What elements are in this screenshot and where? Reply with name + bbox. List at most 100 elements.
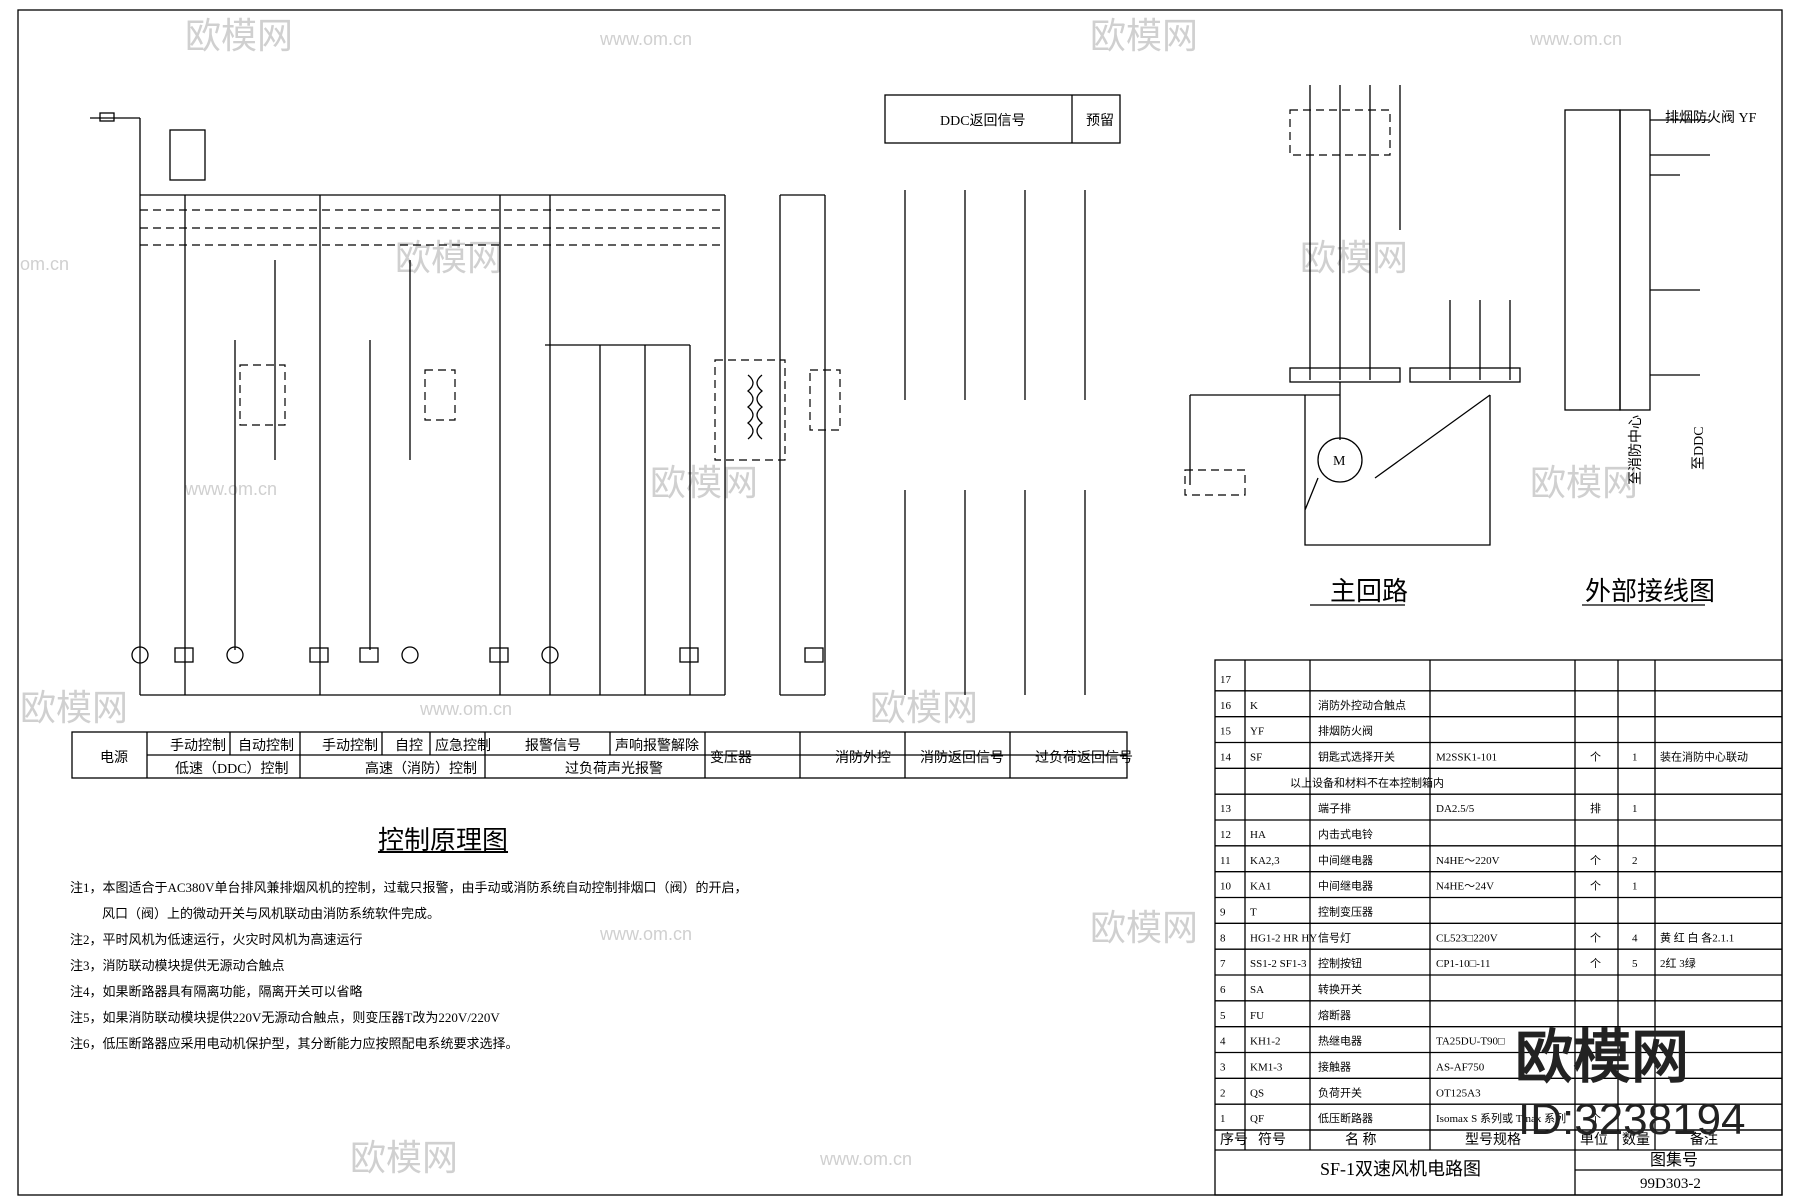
bom-cell-name: 排烟防火阀 xyxy=(1318,724,1373,738)
bom-cell-name: 内击式电铃 xyxy=(1318,827,1373,841)
bom-cell-name: 信号灯 xyxy=(1318,931,1351,944)
watermark-url: www.om.cn xyxy=(599,29,692,49)
bom-cell-unit: 个 xyxy=(1590,854,1601,867)
bom-cell-no: 10 xyxy=(1220,881,1232,893)
bom-cell-sym: FU xyxy=(1250,1010,1264,1022)
bom-cell-name: 控制变压器 xyxy=(1318,904,1373,918)
bom-cell-sym: KA1 xyxy=(1250,881,1271,893)
watermark-brand: 欧模网 xyxy=(1530,462,1638,503)
external-label-damper: 排烟防火阀 YF xyxy=(1665,110,1757,126)
bom-cell-name: 熔断器 xyxy=(1318,1008,1351,1022)
bom-cell-model: AS-AF750 xyxy=(1436,1061,1485,1073)
bom-cell-qty: 2 xyxy=(1632,855,1638,867)
footer-overload-alarm: 过负荷声光报警 xyxy=(565,761,663,777)
bom-cell-name: 低压断路器 xyxy=(1318,1111,1373,1125)
bom-cell-sym: QF xyxy=(1250,1113,1264,1125)
bom-cell-name: 钥匙式选择开关 xyxy=(1318,749,1395,763)
bom-cell-name: 接触器 xyxy=(1318,1059,1351,1073)
bom-cell-remark: 黄 红 白 各2.1.1 xyxy=(1660,930,1734,944)
bom-cell-name: 热继电器 xyxy=(1318,1035,1362,1048)
bom-cell-model: Isomax S 系列或 Tmax 系列 xyxy=(1436,1111,1566,1125)
bom-cell-model: CP1-10□-11 xyxy=(1436,958,1491,970)
watermark-brand: 欧模网 xyxy=(20,687,128,728)
bom-cell-no: 4 xyxy=(1220,1036,1226,1048)
watermark-url: www.om.cn xyxy=(819,1149,912,1169)
note-1-cont: 风口（阀）上的微动开关与风机联动由消防系统软件完成。 xyxy=(102,906,441,921)
bom-cell-sym: QS xyxy=(1250,1087,1264,1099)
footer-high-speed: 高速（消防）控制 xyxy=(365,760,477,777)
watermark-large-brand: 欧模网 xyxy=(1515,1025,1690,1090)
sheet-border xyxy=(17,9,1783,1196)
ddc-header-spare: 预留 xyxy=(1086,113,1114,129)
watermark-url: om.cn xyxy=(20,254,69,274)
ddc-section: DDC返回信号 预留 xyxy=(884,94,1121,695)
bom-header-no: 序号 xyxy=(1220,1132,1248,1148)
bom-cell-no: 5 xyxy=(1220,1010,1226,1022)
footer-fire-external: 消防外控 xyxy=(835,750,891,766)
bom-cell-model: OT125A3 xyxy=(1436,1087,1481,1099)
external-label-fire-center: 至消防中心 xyxy=(1628,415,1644,485)
control-circuit xyxy=(90,112,841,696)
bom-cell-name: 消防外控动合触点 xyxy=(1318,698,1406,712)
bom-table xyxy=(1214,659,1783,1196)
notes-block: 注1，本图适合于AC380V单台排风兼排烟风机的控制，过载只报警，由手动或消防系… xyxy=(70,875,830,1057)
footer-overload-return: 过负荷返回信号 xyxy=(1035,750,1133,766)
bom-cell-no: 13 xyxy=(1220,803,1232,815)
watermark-layer: 欧模网 www.om.cn 欧模网 www.om.cn om.cn 欧模网 欧模… xyxy=(20,15,1638,1178)
watermark-brand: 欧模网 xyxy=(650,462,758,503)
bom-drawing-title: SF-1双速风机电路图 xyxy=(1320,1159,1481,1179)
bom-cell-name: 中间继电器 xyxy=(1318,854,1373,867)
main-circuit: M xyxy=(1184,85,1521,546)
footer-alarm-signal: 报警信号 xyxy=(525,738,581,754)
bom-cell-sym: SF xyxy=(1250,751,1262,763)
ddc-header-label: DDC返回信号 xyxy=(940,113,1026,129)
watermark-brand: 欧模网 xyxy=(1300,237,1408,278)
footer-manual-low: 手动控制 xyxy=(170,738,226,754)
bom-cell-unit: 个 xyxy=(1590,750,1601,763)
bom-cell-remark: 装在消防中心联动 xyxy=(1660,749,1748,763)
bom-cell-sym: KA2,3 xyxy=(1250,855,1280,867)
bom-cell-unit: 个 xyxy=(1590,931,1601,944)
bom-cell-no: 3 xyxy=(1220,1061,1226,1073)
footer-auto-low: 自动控制 xyxy=(238,738,294,754)
bom-cell-no: 1 xyxy=(1220,1113,1226,1125)
footer-low-speed: 低速（DDC）控制 xyxy=(175,761,289,777)
bom-header-remark: 备注 xyxy=(1690,1131,1718,1148)
bom-atlas-label: 图集号 xyxy=(1650,1151,1698,1169)
bom-cell-no: 11 xyxy=(1220,855,1231,867)
bom-cell-model: N4HE～24V xyxy=(1436,881,1494,893)
note-4: 注4，如果断路器具有隔离功能，隔离开关可以省略 xyxy=(70,984,363,999)
bom-cell-sym: K xyxy=(1250,700,1258,712)
bom-cell-qty: 4 xyxy=(1632,932,1638,944)
bom-cell-no: 12 xyxy=(1220,829,1231,841)
control-footer-table: 电源 手动控制 自动控制 手动控制 自控 应急控制 报警信号 声响报警解除 变压… xyxy=(71,731,1133,779)
bom-cell-name: 中间继电器 xyxy=(1318,880,1373,893)
footer-self-control: 自控 xyxy=(395,738,423,754)
bom-header-name: 名 称 xyxy=(1345,1132,1377,1148)
watermark-url: www.om.cn xyxy=(184,479,277,499)
footer-emergency: 应急控制 xyxy=(435,737,491,754)
bom-cell-unit: 排 xyxy=(1590,801,1601,815)
note-2: 注2，平时风机为低速运行，火灾时风机为高速运行 xyxy=(70,932,363,947)
footer-transformer: 变压器 xyxy=(710,750,752,766)
watermark-brand: 欧模网 xyxy=(185,15,293,56)
bom-cell-model: DA2.5/5 xyxy=(1436,803,1475,815)
watermark-brand: 欧模网 xyxy=(1090,15,1198,56)
bom-cell-unit: 个 xyxy=(1590,957,1601,970)
bom-cell-no: 14 xyxy=(1220,751,1232,763)
bom-cell-no: 6 xyxy=(1220,984,1226,996)
note-6: 注6，低压断路器应采用电动机保护型，其分断能力应按照配电系统要求选择。 xyxy=(70,1036,519,1051)
external-wiring-title: 外部接线图 xyxy=(1585,577,1715,606)
bom-cell-sym: YF xyxy=(1250,726,1264,738)
bom-cell-unit: 个 xyxy=(1590,1112,1601,1125)
footer-manual-high: 手动控制 xyxy=(322,738,378,754)
bom-cell-no: 2 xyxy=(1220,1087,1226,1099)
bom-cell-sym: KM1-3 xyxy=(1250,1061,1283,1073)
bom-cell-name: 负荷开关 xyxy=(1318,1085,1362,1099)
bom-cell-sym: T xyxy=(1250,906,1257,918)
bom-cell-sym: HA xyxy=(1250,829,1266,841)
bom-cell-no: 8 xyxy=(1220,932,1226,944)
bom-cell-model: CL523□220V xyxy=(1436,932,1498,944)
